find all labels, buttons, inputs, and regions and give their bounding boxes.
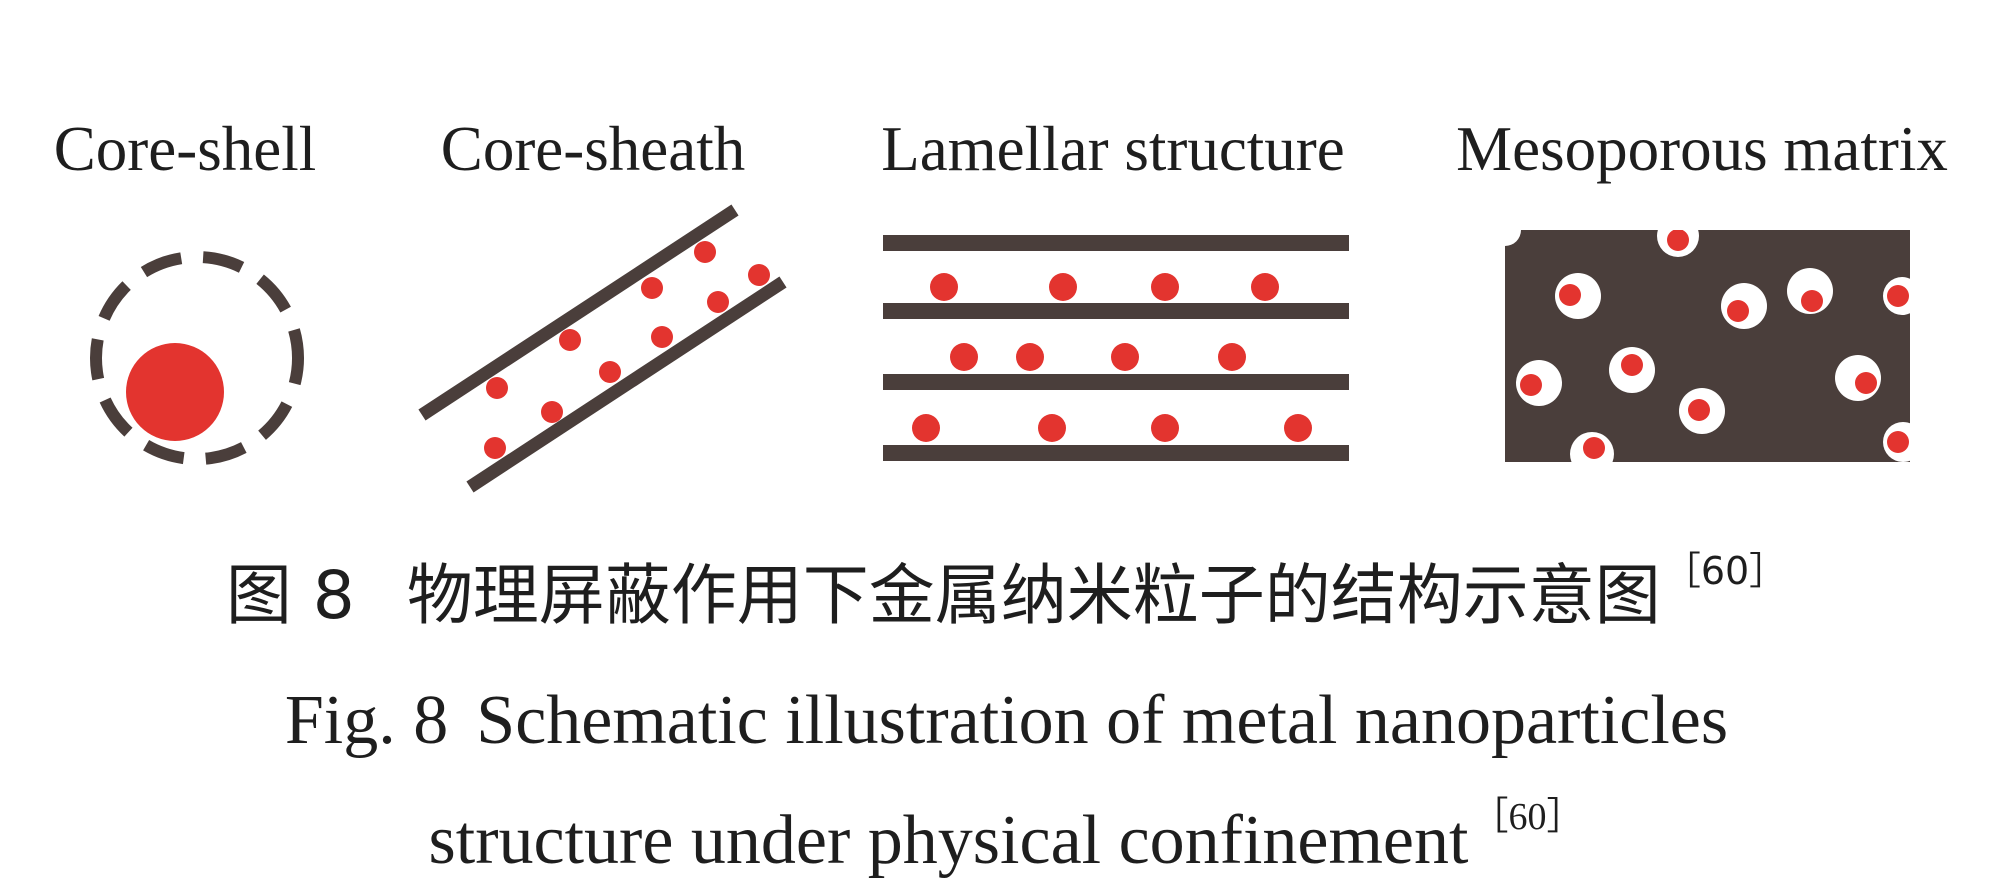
core-sheath-particle bbox=[599, 361, 621, 383]
lamellar-layer bbox=[883, 235, 1349, 251]
lamellar-particle bbox=[1151, 273, 1179, 301]
caption-en-reference: ［60］ bbox=[1470, 796, 1585, 838]
mesopore-particle bbox=[1887, 431, 1909, 453]
lamellar-layer bbox=[883, 445, 1349, 461]
core-sheath-particle bbox=[486, 377, 508, 399]
core-sheath-particle bbox=[484, 437, 506, 459]
mesopore-particle bbox=[1727, 300, 1749, 322]
lamellar-particle bbox=[912, 414, 940, 442]
caption-en-line-1-text: Schematic illustration of metal nanopart… bbox=[476, 682, 1729, 759]
mesopore-particle bbox=[1621, 354, 1643, 376]
caption-en-figure-number: Fig. 8 bbox=[284, 682, 449, 759]
lamellar-particle bbox=[1218, 343, 1246, 371]
lamellar-particle bbox=[1284, 414, 1312, 442]
panel-label-core-sheath: Core-sheath bbox=[440, 114, 746, 184]
caption-cn-reference: ［60］ bbox=[1662, 549, 1788, 593]
mesopore-particle bbox=[1583, 437, 1605, 459]
lamellar-layer bbox=[883, 374, 1349, 390]
lamellar-particle bbox=[930, 273, 958, 301]
mesopore-particle bbox=[1801, 290, 1823, 312]
figure-caption-english-line-2: structure under physical confinement［60］ bbox=[0, 798, 2013, 876]
lamellar-illustration bbox=[883, 235, 1349, 461]
mesopore-particle bbox=[1520, 374, 1542, 396]
core-shell-metal-core bbox=[126, 343, 224, 441]
lamellar-particle bbox=[1038, 414, 1066, 442]
core-sheath-upper-wall bbox=[418, 204, 739, 421]
core-sheath-illustration bbox=[418, 204, 787, 493]
lamellar-particle bbox=[1049, 273, 1077, 301]
core-shell-illustration bbox=[90, 251, 304, 465]
panel-label-lamellar-structure: Lamellar structure bbox=[881, 114, 1345, 184]
mesopore-particle bbox=[1855, 372, 1877, 394]
mesopore-particle bbox=[1688, 399, 1710, 421]
structure-diagram bbox=[90, 204, 1910, 493]
lamellar-layer bbox=[883, 303, 1349, 319]
mesopore bbox=[1505, 230, 1521, 246]
caption-cn-text: 物理屏蔽作用下金属纳米粒子的结构示意图 bbox=[406, 557, 1661, 634]
core-sheath-particle bbox=[651, 326, 673, 348]
core-shell-dashed-shell bbox=[90, 251, 304, 465]
core-sheath-lower-wall bbox=[466, 276, 787, 493]
lamellar-particle bbox=[1016, 343, 1044, 371]
caption-cn-figure-number: 图 8 bbox=[225, 557, 355, 634]
panel-label-core-shell: Core-shell bbox=[53, 114, 317, 184]
mesopore-particle bbox=[1559, 284, 1581, 306]
core-sheath-particle bbox=[559, 329, 581, 351]
core-sheath-particle bbox=[641, 277, 663, 299]
caption-en-line-2-text: structure under physical confinement bbox=[428, 802, 1469, 879]
core-sheath-particle bbox=[541, 401, 563, 423]
mesopore-particle bbox=[1667, 230, 1689, 251]
mesoporous-illustration bbox=[1505, 230, 1910, 462]
mesopore-particle bbox=[1887, 285, 1909, 307]
panel-label-mesoporous-matrix: Mesoporous matrix bbox=[1456, 114, 1948, 184]
lamellar-particle bbox=[1251, 273, 1279, 301]
lamellar-particle bbox=[1151, 414, 1179, 442]
lamellar-particle bbox=[1111, 343, 1139, 371]
core-sheath-particle bbox=[748, 264, 770, 286]
core-sheath-particle bbox=[707, 291, 729, 313]
lamellar-particle bbox=[950, 343, 978, 371]
core-sheath-particle bbox=[694, 241, 716, 263]
